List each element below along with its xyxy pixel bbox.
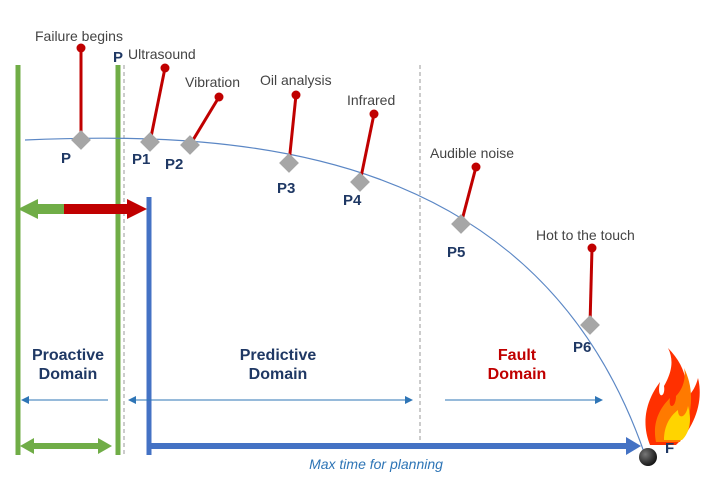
point-label-p3: P3: [277, 180, 295, 197]
pins: [76, 43, 597, 326]
marker-p1: [140, 132, 160, 152]
fire-icon: [645, 348, 700, 445]
diamond-markers: [71, 130, 600, 335]
proactive-bottom-arrow: [20, 438, 112, 454]
label-oil-analysis: Oil analysis: [260, 72, 332, 88]
fault-domain-line1: Fault: [498, 347, 537, 364]
label-audible-noise: Audible noise: [430, 145, 514, 161]
point-label-p-top: P: [113, 49, 123, 66]
proactive-domain-line1: Proactive: [32, 347, 104, 364]
point-label-p4: P4: [343, 192, 362, 209]
planning-arrow: [149, 437, 641, 455]
marker-p3: [279, 153, 299, 173]
predictive-domain-line2: Domain: [249, 366, 308, 383]
label-hot-to-touch: Hot to the touch: [536, 227, 635, 243]
fault-domain-line2: Domain: [488, 366, 547, 383]
marker-p2: [180, 135, 200, 155]
point-label-p1: P1: [132, 151, 150, 168]
predictive-domain-line1: Predictive: [240, 347, 317, 364]
marker-p4: [350, 172, 370, 192]
point-label-p5: P5: [447, 244, 465, 261]
point-label-p: P: [61, 150, 71, 167]
label-failure-begins: Failure begins: [35, 28, 123, 44]
point-label-p2: P2: [165, 156, 183, 173]
marker-p: [71, 130, 91, 150]
marker-p5: [451, 214, 471, 234]
failure-ball: [639, 448, 657, 466]
point-label-p6: P6: [573, 339, 591, 356]
pf-curve: [24, 137, 646, 456]
proactive-domain-line2: Domain: [39, 366, 98, 383]
max-time-planning-label: Max time for planning: [309, 456, 443, 472]
pf-interval-arrow: [18, 199, 147, 219]
label-infrared: Infrared: [347, 92, 395, 108]
point-label-f: F: [665, 440, 674, 457]
label-ultrasound: Ultrasound: [128, 46, 196, 62]
marker-p6: [580, 315, 600, 335]
label-vibration: Vibration: [185, 74, 240, 90]
